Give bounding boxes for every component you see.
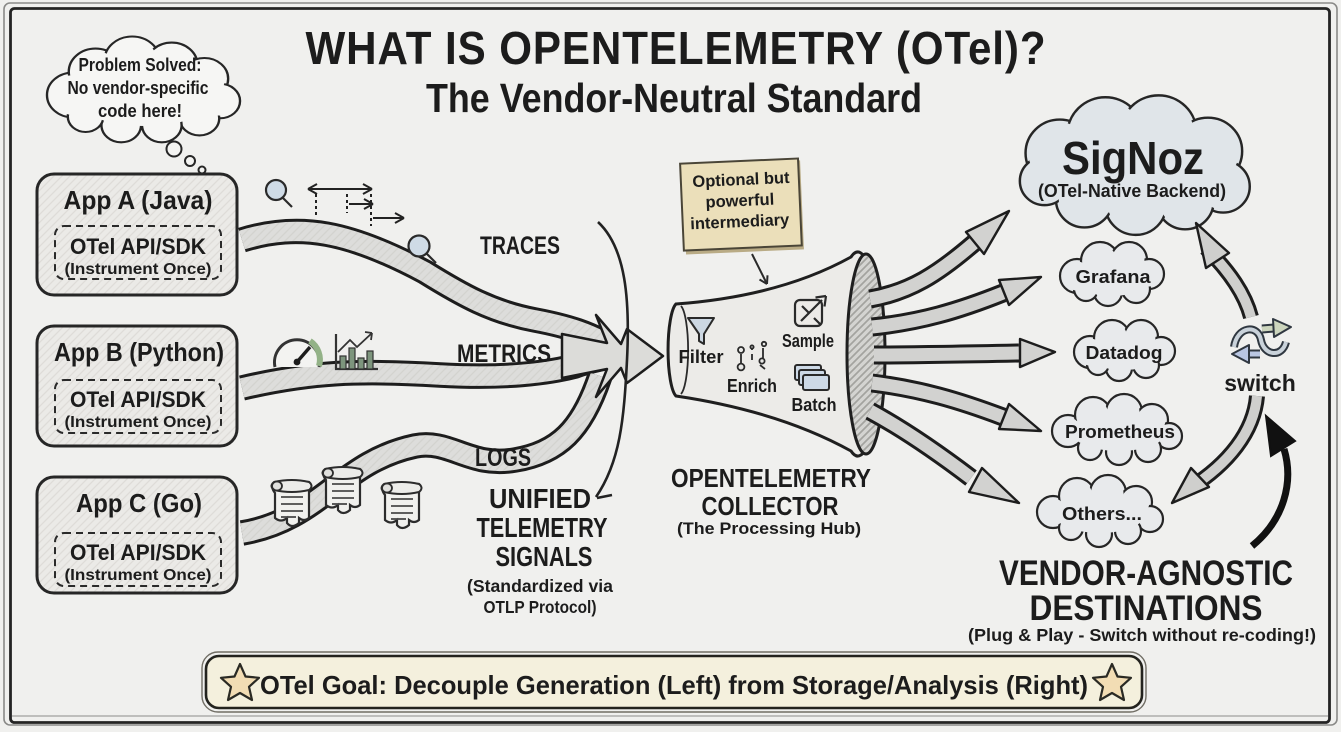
svg-text:powerful: powerful [705,191,774,212]
svg-text:Grafana: Grafana [1076,267,1152,287]
svg-text:OTel API/SDK: OTel API/SDK [70,387,206,412]
svg-text:Optional but: Optional but [692,169,790,191]
svg-text:TRACES: TRACES [480,232,560,260]
svg-text:METRICS: METRICS [457,340,551,368]
svg-text:Prometheus: Prometheus [1065,422,1175,442]
svg-text:SigNoz: SigNoz [1062,132,1204,184]
svg-text:DESTINATIONS: DESTINATIONS [1030,589,1263,628]
svg-text:OTel Goal: Decouple Generation: OTel Goal: Decouple Generation (Left) fr… [260,670,1088,700]
svg-text:App B (Python): App B (Python) [54,337,224,367]
svg-text:(Instrument Once): (Instrument Once) [65,261,212,278]
svg-text:The Vendor-Neutral Standard: The Vendor-Neutral Standard [426,75,922,121]
svg-text:SIGNALS: SIGNALS [496,541,593,572]
svg-text:(Instrument Once): (Instrument Once) [65,567,212,584]
svg-text:Problem Solved:: Problem Solved: [79,55,202,75]
svg-text:code here!: code here! [98,101,182,121]
svg-text:Batch: Batch [792,394,837,415]
svg-text:Enrich: Enrich [727,375,777,396]
svg-text:OTel API/SDK: OTel API/SDK [70,234,206,259]
svg-text:VENDOR-AGNOSTIC: VENDOR-AGNOSTIC [999,554,1293,593]
svg-text:LOGS: LOGS [475,444,531,472]
svg-text:OTLP Protocol): OTLP Protocol) [484,597,597,617]
svg-text:TELEMETRY: TELEMETRY [477,512,608,543]
svg-text:intermediary: intermediary [690,211,791,233]
svg-text:(OTel-Native Backend): (OTel-Native Backend) [1038,181,1226,201]
svg-text:WHAT IS OPENTELEMETRY (OTel)?: WHAT IS OPENTELEMETRY (OTel)? [306,22,1047,74]
svg-text:No vendor-specific: No vendor-specific [68,78,209,98]
svg-text:OTel API/SDK: OTel API/SDK [70,540,206,565]
svg-text:(Plug & Play - Switch without: (Plug & Play - Switch without re-coding!… [968,625,1316,645]
svg-text:App C (Go): App C (Go) [76,488,202,518]
svg-text:(Standardized via: (Standardized via [467,576,613,596]
svg-text:(Instrument Once): (Instrument Once) [65,414,212,431]
svg-text:OPENTELEMETRY: OPENTELEMETRY [671,463,871,493]
svg-text:switch: switch [1224,370,1296,396]
svg-text:App A (Java): App A (Java) [64,185,213,215]
svg-text:Datadog: Datadog [1086,343,1163,363]
svg-text:Others...: Others... [1062,504,1142,524]
svg-text:UNIFIED: UNIFIED [489,483,591,514]
svg-text:Sample: Sample [782,330,834,351]
svg-text:(The Processing Hub): (The Processing Hub) [677,519,861,538]
svg-text:COLLECTOR: COLLECTOR [702,491,839,521]
svg-text:Filter: Filter [679,346,724,367]
